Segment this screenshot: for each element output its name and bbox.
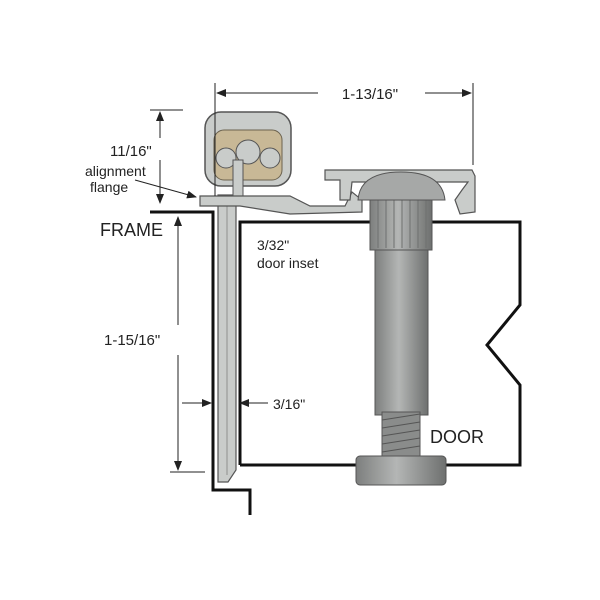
pin-thread: [381, 411, 421, 458]
door-label: DOOR: [430, 427, 484, 447]
inset-label-1: 3/32": [257, 237, 289, 253]
leaf-stem: [232, 159, 244, 201]
width-label: 1-13/16": [342, 86, 398, 103]
alignment-label-2: flange: [90, 179, 128, 195]
inset-label-2: door inset: [257, 255, 319, 271]
knurl-lines: [377, 200, 427, 248]
frame-outline: [150, 210, 252, 515]
pin-cap: [357, 171, 446, 201]
gap-label: 3/16": [273, 396, 305, 412]
gear-center: [235, 139, 261, 165]
alignment-label-1: alignment: [85, 163, 146, 179]
frame-label: FRAME: [100, 220, 163, 240]
door-channel: [324, 169, 476, 215]
alignment-arrow: [134, 179, 197, 199]
leaf-length-label: 1-15/16": [104, 332, 160, 349]
gear-left: [215, 147, 237, 169]
pin-shaft: [374, 239, 429, 416]
pin-nut: [355, 455, 447, 486]
pin-knurl: [369, 197, 433, 251]
knuckle-height-label: 11/16": [110, 143, 152, 160]
gear-right: [259, 147, 281, 169]
